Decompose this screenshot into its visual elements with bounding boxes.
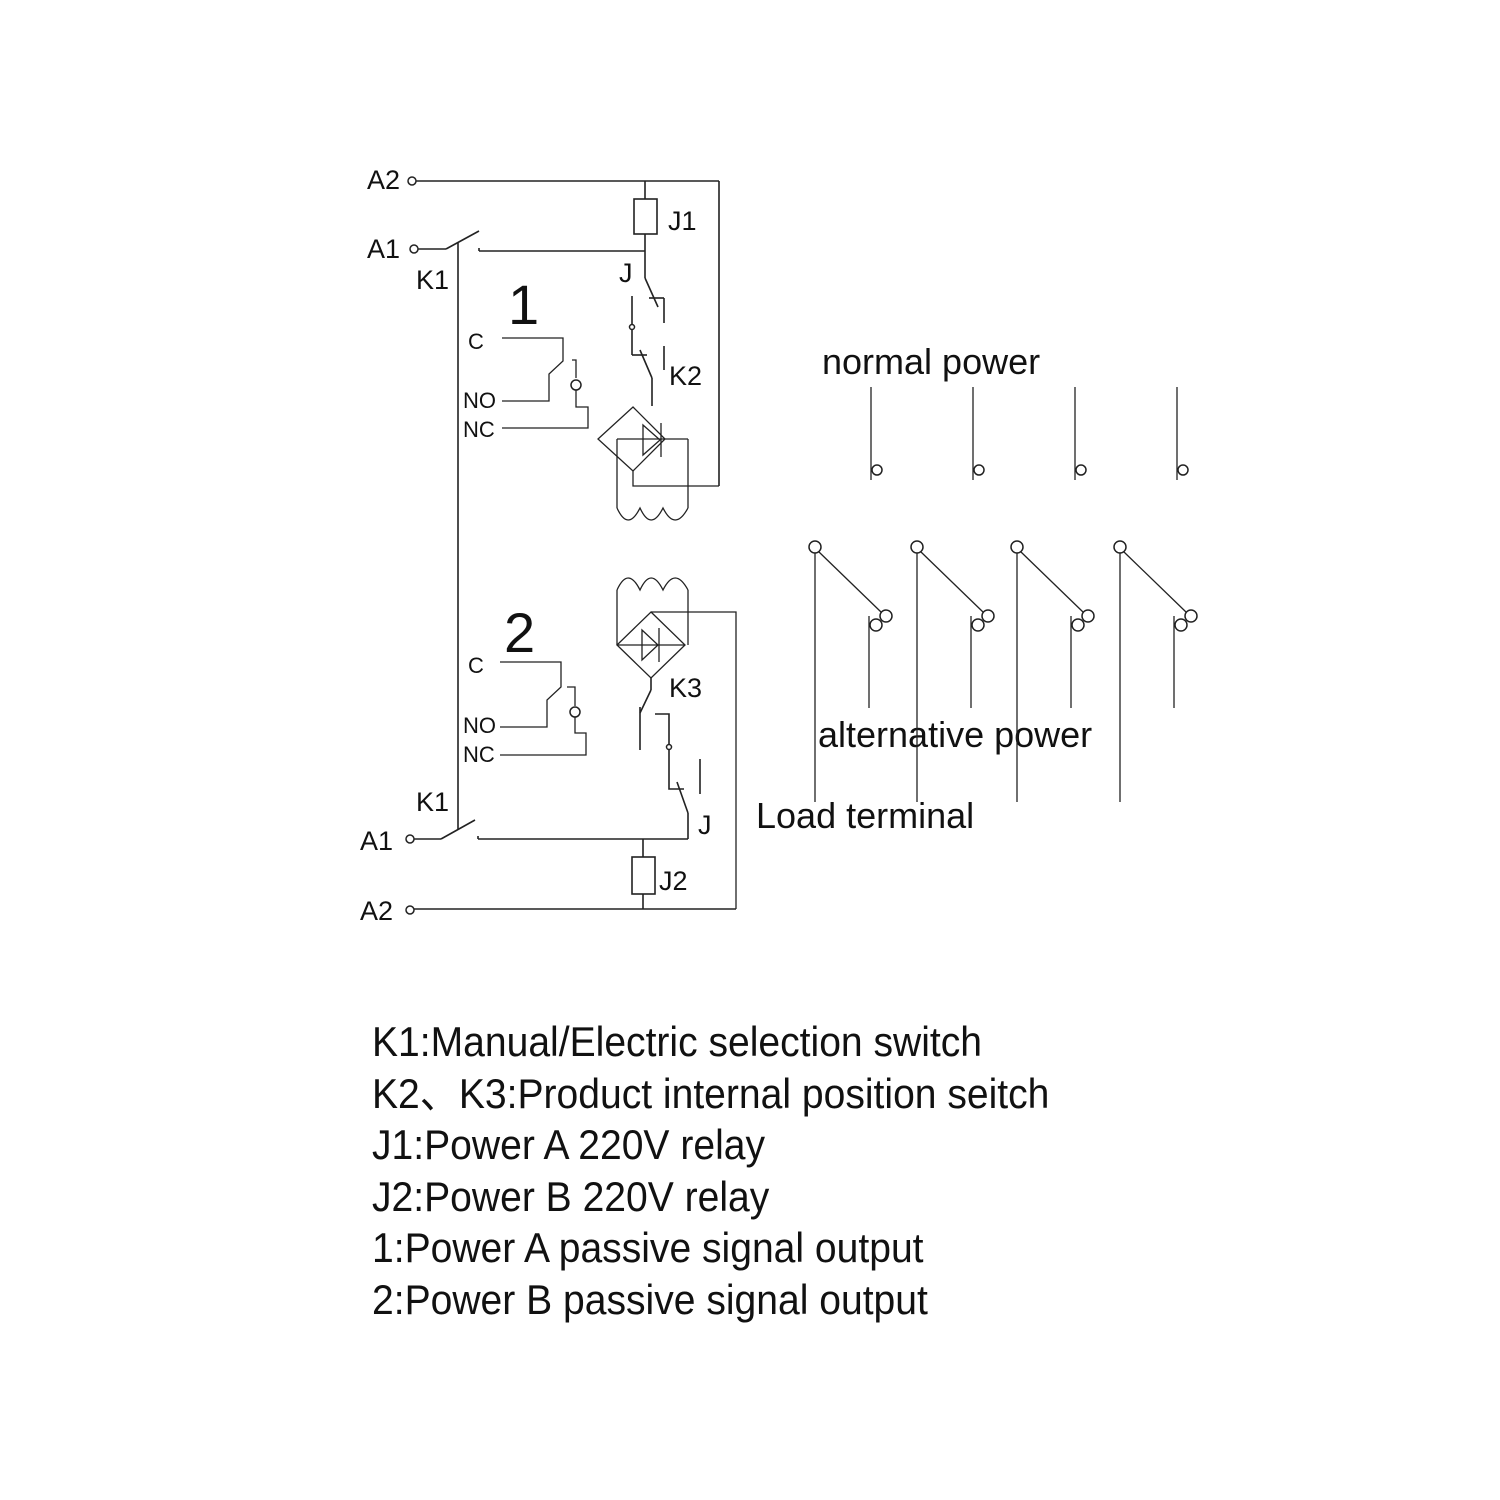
terminal-a2-bottom bbox=[405, 905, 415, 915]
signal-block-2-number: 2 bbox=[504, 601, 535, 664]
signal-block-1-number: 1 bbox=[508, 273, 539, 336]
normal-power-terminal-4 bbox=[1177, 464, 1189, 476]
junction bbox=[628, 323, 636, 331]
normal-power-terminal-2 bbox=[973, 464, 985, 476]
signal-2-contact-point bbox=[569, 706, 581, 718]
alternative-power-terminal-3 bbox=[1071, 618, 1085, 632]
normal-power-terminal-3 bbox=[1075, 464, 1087, 476]
terminal-a2-top bbox=[407, 176, 417, 186]
alternative-power-label: alternative power bbox=[818, 714, 1092, 755]
relay-j2-label: J2 bbox=[659, 866, 688, 896]
diode-icon bbox=[642, 423, 661, 457]
blade-tip-terminal-3 bbox=[1081, 609, 1095, 623]
blade-tip-terminal-1 bbox=[879, 609, 893, 623]
wire bbox=[655, 713, 684, 790]
contact-j-bottom-label: J bbox=[698, 810, 712, 840]
legend-item-k2-k3: K2、K3:Product internal position seitch bbox=[372, 1069, 1050, 1117]
switch-k2-label: K2 bbox=[669, 361, 702, 391]
relay-j1-label: J1 bbox=[668, 206, 697, 236]
switch-k2-blade bbox=[639, 349, 653, 379]
switch-blade-1 bbox=[818, 551, 882, 613]
terminal-a1-bottom bbox=[405, 834, 415, 844]
normal-power-terminal-1 bbox=[871, 464, 883, 476]
pivot-terminal-2 bbox=[910, 540, 924, 554]
pivot-terminal-1 bbox=[808, 540, 822, 554]
wire bbox=[651, 611, 737, 909]
contact-j-bottom-blade bbox=[676, 781, 689, 814]
signal-block-1-nc-label: NC bbox=[463, 417, 495, 442]
alternative-power-terminal-1 bbox=[869, 618, 883, 632]
relay-j1-coil bbox=[633, 198, 658, 235]
main-contacts: normal power alternative power Load term… bbox=[756, 341, 1198, 836]
terminal-a1-bottom-label: A1 bbox=[360, 826, 393, 856]
signal-block-2-nc-label: NC bbox=[463, 742, 495, 767]
wire bbox=[572, 359, 577, 378]
switch-blade-4 bbox=[1123, 551, 1187, 613]
legend-item-j1: J1:Power A 220V relay bbox=[372, 1121, 766, 1168]
motor-coil-a-icon bbox=[616, 506, 689, 521]
terminal-a1-top bbox=[409, 244, 419, 254]
signal-1-nc-contact bbox=[502, 390, 589, 429]
terminal-a1-top-label: A1 bbox=[367, 234, 400, 264]
terminal-a2-bottom-label: A2 bbox=[360, 896, 393, 926]
legend-item-k1: K1:Manual/Electric selection switch bbox=[372, 1018, 983, 1065]
signal-block-1-no-label: NO bbox=[463, 388, 496, 413]
signal-block-2-c-label: C bbox=[468, 653, 484, 678]
signal-2-no-contact bbox=[500, 661, 562, 728]
alternative-power-terminal-2 bbox=[971, 618, 985, 632]
pole-group bbox=[808, 387, 1198, 802]
switch-k1-top-label: K1 bbox=[416, 265, 449, 295]
blade-tip-terminal-4 bbox=[1184, 609, 1198, 623]
junction bbox=[665, 743, 673, 751]
motor-coil-b-icon bbox=[616, 577, 689, 592]
load-terminal-label: Load terminal bbox=[756, 795, 974, 836]
switch-k3-label: K3 bbox=[669, 673, 702, 703]
relay-j2-coil bbox=[631, 856, 656, 895]
diode-icon bbox=[641, 628, 659, 662]
wire bbox=[632, 471, 719, 487]
switch-k1-bottom-label: K1 bbox=[416, 787, 449, 817]
switch-blade-2 bbox=[920, 551, 984, 613]
signal-2-nc-contact bbox=[500, 717, 587, 756]
power-a-circuit: A2 J1 A1 K1 J K2 bbox=[367, 165, 720, 830]
signal-block-2-no-label: NO bbox=[463, 713, 496, 738]
wire bbox=[567, 686, 576, 706]
normal-power-label: normal power bbox=[822, 341, 1040, 382]
switch-k1-top-blade bbox=[445, 230, 480, 250]
legend-item-1: 1:Power A passive signal output bbox=[372, 1224, 924, 1271]
terminal-a2-top-label: A2 bbox=[367, 165, 400, 195]
legend-item-2: 2:Power B passive signal output bbox=[372, 1275, 928, 1323]
signal-1-contact-point bbox=[570, 379, 582, 391]
blade-tip-terminal-2 bbox=[981, 609, 995, 623]
signal-1-no-contact bbox=[502, 337, 564, 402]
switch-k3-blade bbox=[639, 689, 652, 714]
contact-j-top-label: J bbox=[619, 258, 633, 288]
signal-block-1-c-label: C bbox=[468, 329, 484, 354]
wire bbox=[616, 590, 689, 645]
legend: K1:Manual/Electric selection switch K2、K… bbox=[372, 1016, 1100, 1325]
power-b-circuit: K3 J K1 A1 J2 A2 2 C NO NC bbox=[360, 577, 737, 926]
pivot-terminal-4 bbox=[1113, 540, 1127, 554]
contact-j-top-blade bbox=[644, 277, 659, 308]
pivot-terminal-3 bbox=[1010, 540, 1024, 554]
legend-item-j2: J2:Power B 220V relay bbox=[372, 1172, 770, 1220]
switch-blade-3 bbox=[1020, 551, 1084, 613]
switch-k1-bottom-blade bbox=[440, 819, 476, 840]
wire bbox=[616, 438, 689, 508]
alternative-power-terminal-4 bbox=[1174, 618, 1188, 632]
